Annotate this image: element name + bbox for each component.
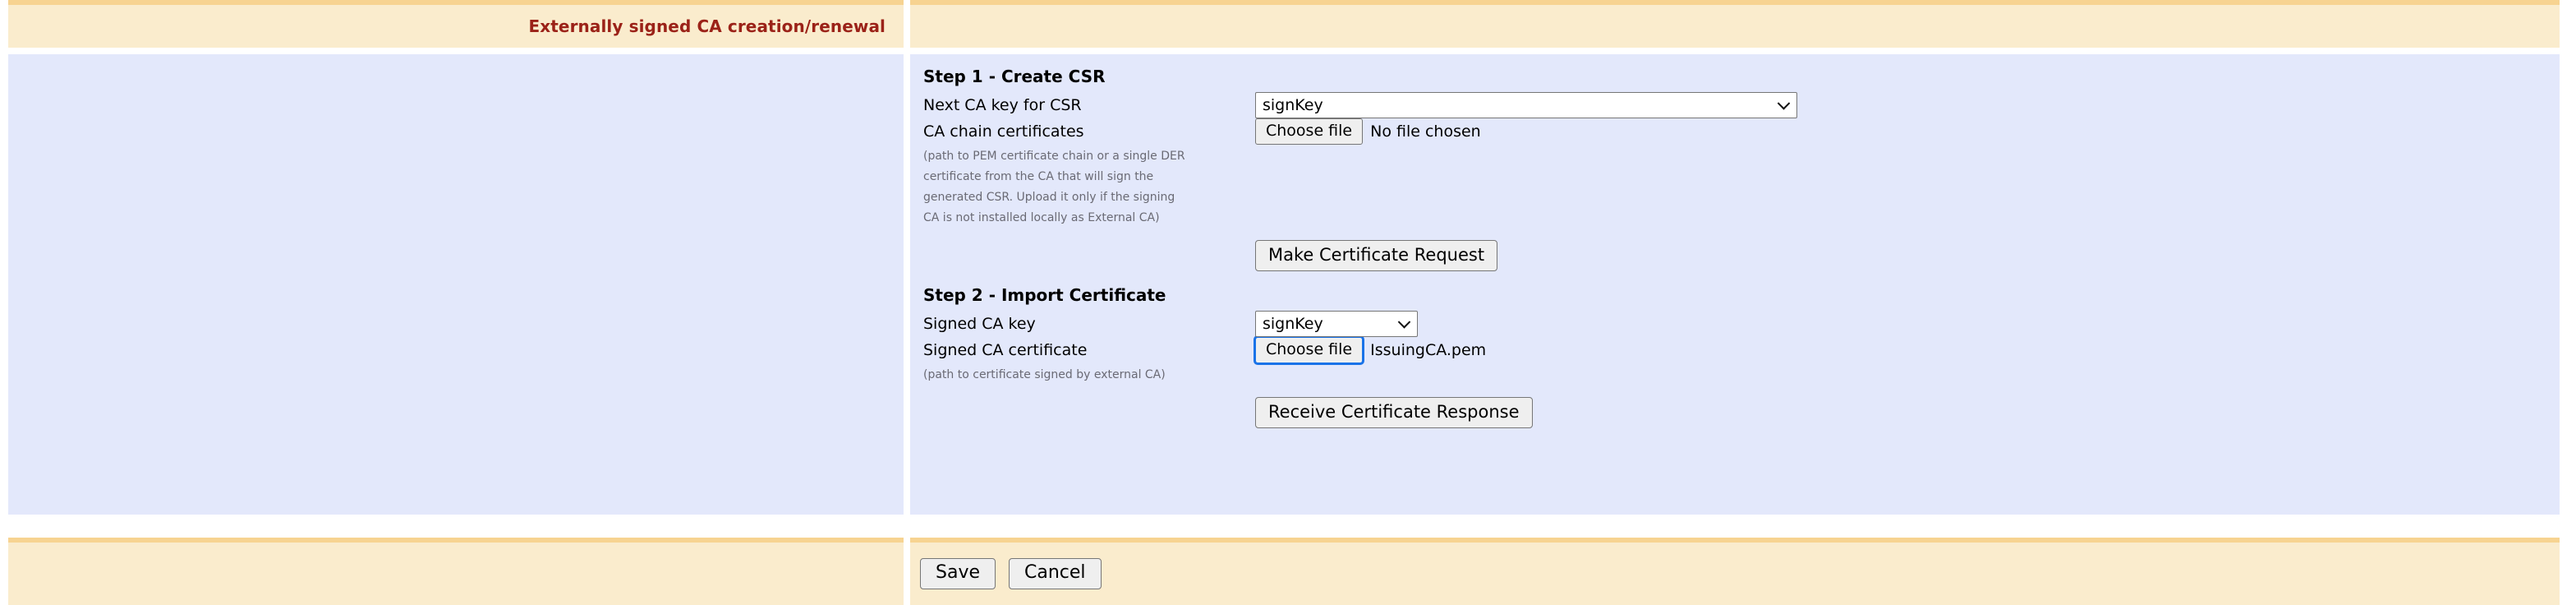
step2-note-line-1: (path to certificate signed by external … [923, 368, 1166, 381]
step1-note-line-4: CA is not installed locally as External … [923, 211, 1160, 224]
form-panel: Step 1 - Create CSR Next CA key for CSR … [910, 54, 2560, 515]
step1-note-line-3: generated CSR. Upload it only if the sig… [923, 191, 1175, 204]
step1-chain-label: CA chain certificates [923, 122, 1084, 141]
step2-file-input[interactable]: Choose file IssuingCA.pem [1253, 335, 1487, 365]
step1-chain-control: Choose file No file chosen [1255, 118, 2560, 145]
receive-certificate-response-button[interactable]: Receive Certificate Response [1255, 397, 1533, 428]
header-title-cell: Externally signed CA creation/renewal [8, 0, 904, 48]
footer-spacer-cell [8, 538, 904, 605]
cancel-button[interactable]: Cancel [1009, 558, 1102, 589]
step1-key-select[interactable]: signKey [1255, 92, 1797, 118]
save-button[interactable]: Save [920, 558, 996, 589]
step2-key-select-wrap: signKey [1255, 311, 1418, 337]
step1-key-select-wrap: signKey [1255, 92, 1797, 118]
left-empty-panel [8, 54, 904, 515]
page-title: Externally signed CA creation/renewal [528, 16, 886, 36]
step2-key-row: Signed CA key signKey [923, 311, 2560, 337]
step1-key-row: Next CA key for CSR signKey [923, 92, 2560, 118]
step1-note-line-1: (path to PEM certificate chain or a sing… [923, 150, 1185, 163]
step1-file-status: No file chosen [1370, 122, 1481, 141]
step2-file-status: IssuingCA.pem [1370, 341, 1487, 359]
step1-note: (path to PEM certificate chain or a sing… [923, 146, 1252, 229]
step2-cert-row: Signed CA certificate Choose file Issuin… [923, 335, 2560, 365]
header-spacer-cell [910, 0, 2560, 48]
step2-key-label: Signed CA key [923, 315, 1036, 333]
header-band: Externally signed CA creation/renewal [8, 0, 2560, 48]
step2-key-control: signKey [1255, 311, 2560, 337]
step2-note: (path to certificate signed by external … [923, 365, 1252, 386]
step2-choose-file-button[interactable]: Choose file [1253, 335, 1365, 365]
step2-cert-label: Signed CA certificate [923, 341, 1088, 359]
step2-key-select[interactable]: signKey [1255, 311, 1418, 337]
step1-key-control: signKey [1255, 92, 2560, 118]
step2-submit-row: Receive Certificate Response [923, 397, 2560, 428]
step2-heading: Step 2 - Import Certificate [923, 285, 1166, 305]
step1-note-line-2: certificate from the CA that will sign t… [923, 170, 1154, 183]
step1-choose-file-button[interactable]: Choose file [1255, 118, 1364, 145]
step2-cert-control: Choose file IssuingCA.pem [1253, 335, 2560, 365]
step1-file-input[interactable]: Choose file No file chosen [1255, 118, 1481, 145]
step1-heading: Step 1 - Create CSR [923, 67, 1106, 86]
step1-submit-row: Make Certificate Request [923, 240, 2560, 271]
make-certificate-request-button[interactable]: Make Certificate Request [1255, 240, 1498, 271]
step1-chain-row: CA chain certificates Choose file No fil… [923, 118, 2560, 145]
header-gap [8, 48, 2560, 54]
step1-key-label: Next CA key for CSR [923, 96, 1082, 114]
footer-actions-cell: Save Cancel [910, 538, 2560, 605]
footer-band: Save Cancel [8, 538, 2560, 605]
body-band: Step 1 - Create CSR Next CA key for CSR … [8, 54, 2560, 515]
